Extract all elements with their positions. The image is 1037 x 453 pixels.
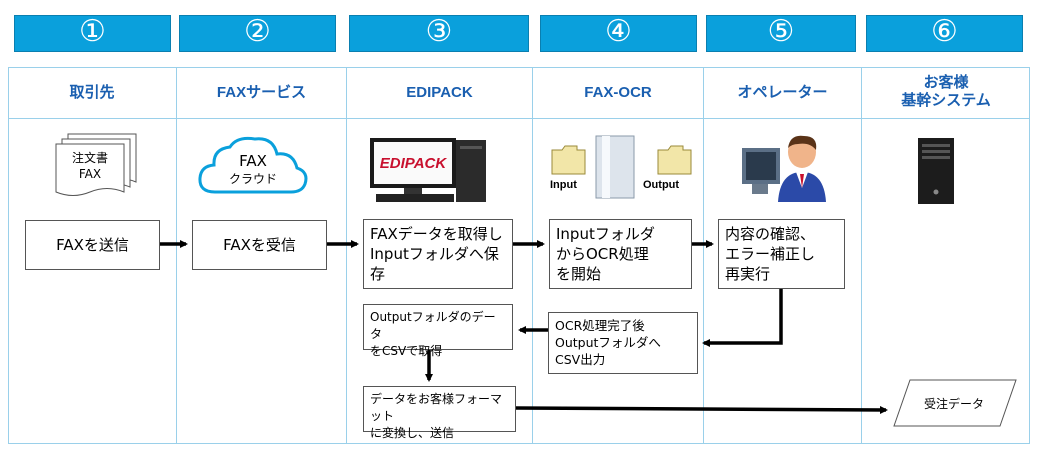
- get-csv-box: Outputフォルダのデータ をCSVで取得: [363, 304, 513, 358]
- input-folder-label: Input: [550, 179, 577, 191]
- step-2-number: ②: [179, 15, 336, 52]
- convert-send-line2: に変換し、送信: [370, 426, 455, 440]
- step-2-title: FAXサービス: [216, 84, 307, 101]
- doc-label-line1: 注文書: [72, 150, 108, 165]
- operator-icon: [742, 135, 826, 202]
- output-folder-label: Output: [643, 179, 679, 191]
- ocr-complete-box: OCR処理完了後 Outputフォルダへ CSV出力: [548, 312, 698, 374]
- cloud-label-line1: FAX: [239, 152, 267, 170]
- column-divider: [176, 67, 177, 444]
- ocr-done-line1: OCR処理完了後: [555, 318, 645, 333]
- convert-send-line1: データをお客様フォーマット: [370, 392, 503, 423]
- step-1-number: ①: [14, 15, 171, 52]
- ocr-start-box: Inputフォルダ からOCR処理 を開始: [549, 219, 692, 289]
- flow-frame: [8, 67, 1030, 444]
- step-4-title: FAX-OCR: [584, 84, 652, 101]
- ocr-start-line1: Inputフォルダ: [556, 225, 655, 243]
- get-csv-line2: をCSVで取得: [370, 344, 443, 358]
- column-divider: [861, 67, 862, 444]
- column-divider: [346, 67, 347, 444]
- order-data-label: 受注データ: [924, 396, 984, 411]
- step-3-number: ③: [349, 15, 529, 52]
- step-6-number: ⑥: [866, 15, 1023, 52]
- step-5-number: ⑤: [706, 15, 856, 52]
- step-3-title: EDIPACK: [406, 84, 473, 101]
- header-divider: [8, 118, 1030, 119]
- send-fax-box: FAXを送信: [25, 220, 160, 270]
- step-6-title-line2: 基幹システム: [901, 92, 991, 109]
- acquire-line3: 存: [370, 265, 386, 283]
- acquire-fax-box: FAXデータを取得し Inputフォルダへ保 存: [363, 219, 513, 289]
- ocr-start-line2: からOCR処理: [556, 245, 649, 263]
- cloud-label-line2: クラウド: [229, 172, 277, 186]
- edipack-logo: EDIPACK: [380, 155, 448, 172]
- confirm-box: 内容の確認、 エラー補正し 再実行: [718, 219, 845, 289]
- column-divider: [532, 67, 533, 444]
- acquire-line2: Inputフォルダへ保: [370, 245, 499, 263]
- ocr-done-line2: Outputフォルダへ: [555, 335, 661, 350]
- confirm-line1: 内容の確認、: [725, 225, 816, 243]
- acquire-line1: FAXデータを取得し: [370, 225, 503, 243]
- fax-document-icon: 注文書 FAX: [55, 133, 137, 196]
- confirm-line2: エラー補正し: [725, 245, 816, 263]
- convert-send-box: データをお客様フォーマット に変換し、送信: [363, 386, 516, 440]
- receive-fax-box: FAXを受信: [192, 220, 327, 270]
- confirm-line3: 再実行: [725, 265, 771, 283]
- step-4-number: ④: [540, 15, 697, 52]
- core-system-server-icon: [918, 138, 954, 204]
- ocr-server-icon: Input Output: [550, 135, 692, 199]
- ocr-start-line3: を開始: [556, 265, 602, 283]
- step-6-title-line1: お客様: [923, 74, 969, 91]
- order-data-shape: 受注データ: [893, 379, 1017, 427]
- get-csv-line1: Outputフォルダのデータ: [370, 310, 496, 341]
- step-6-title: お客様 基幹システム: [862, 74, 1030, 110]
- edipack-computer-icon: EDIPACK: [370, 138, 486, 202]
- fax-cloud-icon: FAX クラウド: [198, 136, 308, 194]
- step-1-title: 取引先: [69, 84, 115, 101]
- column-divider: [703, 67, 704, 444]
- doc-label-line2: FAX: [79, 167, 101, 181]
- step-5-title: オペレーター: [737, 84, 828, 101]
- ocr-done-line3: CSV出力: [555, 352, 606, 367]
